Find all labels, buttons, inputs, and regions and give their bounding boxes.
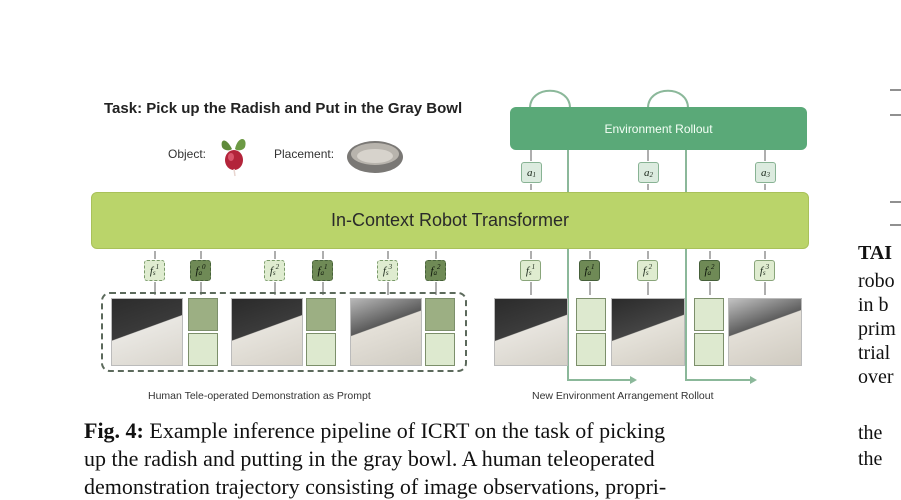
rollout-proprio-pose-1a bbox=[576, 298, 606, 331]
right-text-line-2: in b bbox=[858, 294, 889, 316]
right-text-line-1: robo bbox=[858, 270, 895, 292]
rollout-observation-image-1 bbox=[494, 298, 568, 366]
demonstration-prompt-group bbox=[101, 292, 467, 372]
rollout-proprio-pose-2a bbox=[694, 298, 724, 331]
token-arrows bbox=[154, 150, 766, 295]
figure-caption-line-3: demonstration trajectory consisting of i… bbox=[84, 474, 667, 499]
demo-observation-image-2 bbox=[231, 298, 303, 366]
caption-text-1: Example inference pipeline of ICRT on th… bbox=[143, 418, 666, 443]
right-text-line-7: the bbox=[858, 448, 883, 470]
demo-proprio-pose-1a bbox=[188, 298, 218, 331]
right-text-line-3: prim bbox=[858, 318, 896, 340]
demo-observation-image-1 bbox=[111, 298, 183, 366]
figure-label: Fig. 4: bbox=[84, 418, 144, 443]
right-text-line-5: over bbox=[858, 366, 894, 388]
environment-rollout-box: Environment Rollout bbox=[510, 107, 807, 150]
rollout-observation-image-3 bbox=[728, 298, 802, 366]
demo-caption: Human Tele-operated Demonstration as Pro… bbox=[148, 390, 371, 402]
demo-proprio-pose-1b bbox=[188, 333, 218, 366]
rollout-proprio-pose-1b bbox=[576, 333, 606, 366]
in-context-robot-transformer: In-Context Robot Transformer bbox=[91, 192, 809, 249]
demo-proprio-pose-3b bbox=[425, 333, 455, 366]
right-text-line-6: the bbox=[858, 422, 883, 444]
rollout-observation-image-2 bbox=[611, 298, 685, 366]
table-label: TAI bbox=[858, 242, 893, 264]
task-title: Task: Pick up the Radish and Put in the … bbox=[104, 100, 463, 117]
placement-label: Placement: bbox=[274, 147, 335, 161]
demo-observation-image-3 bbox=[350, 298, 422, 366]
gray-bowl-image bbox=[347, 141, 403, 173]
right-text-line-4: trial bbox=[858, 342, 891, 364]
object-label: Object: bbox=[168, 147, 207, 161]
rollout-proprio-pose-2b bbox=[694, 333, 724, 366]
rollout-caption: New Environment Arrangement Rollout bbox=[532, 390, 714, 402]
table-rules bbox=[890, 89, 901, 226]
demo-proprio-pose-2b bbox=[306, 333, 336, 366]
demo-proprio-pose-3a bbox=[425, 298, 455, 331]
figure-caption-line-2: up the radish and putting in the gray bo… bbox=[84, 446, 655, 471]
demo-proprio-pose-2a bbox=[306, 298, 336, 331]
figure-caption-line-1: Fig. 4: Example inference pipeline of IC… bbox=[84, 418, 818, 444]
radish-image bbox=[221, 139, 246, 177]
